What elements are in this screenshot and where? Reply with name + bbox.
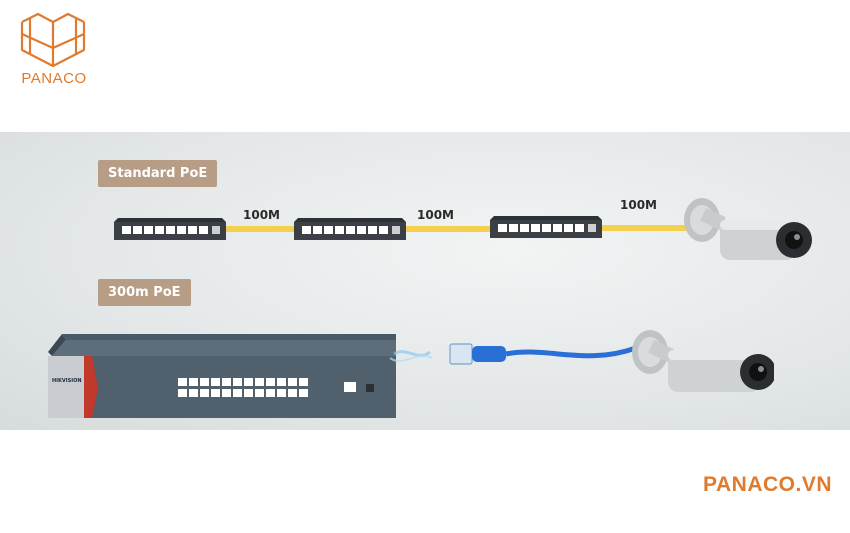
open-book-icon	[20, 12, 86, 68]
speed-label-3: 100M	[620, 198, 657, 212]
brand-logo: PANACO	[8, 8, 98, 88]
300m-poe-label: 300m PoE	[98, 279, 191, 306]
speed-label-1: 100M	[243, 208, 280, 222]
network-switch-icon	[114, 218, 226, 240]
speed-label-2: 100M	[417, 208, 454, 222]
switch-brand-label: HIKVISION	[52, 378, 82, 384]
logo-text: PANACO	[21, 70, 87, 87]
cable-segment-3	[598, 225, 690, 231]
ethernet-cable	[389, 343, 637, 365]
ethernet-plug-icon	[449, 343, 506, 365]
cable-segment-1	[218, 226, 300, 232]
poe-comparison-diagram: Standard PoE 100M 100M 100M	[0, 132, 850, 430]
bullet-camera-icon	[632, 330, 774, 392]
hikvision-poe-switch: HIKVISION	[48, 334, 396, 420]
network-switch-icon	[48, 334, 396, 418]
website-label: PANACO.VN	[703, 473, 832, 496]
network-switch-icon	[294, 218, 406, 240]
network-switch-icon	[490, 216, 602, 238]
cable-segment-2	[404, 226, 496, 232]
bullet-camera-icon	[684, 198, 812, 260]
standard-poe-label: Standard PoE	[98, 160, 218, 187]
